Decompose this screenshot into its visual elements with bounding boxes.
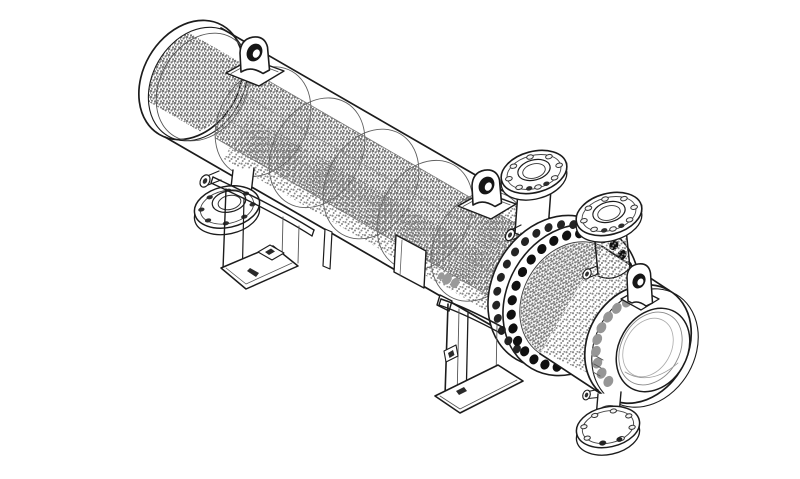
flange-bolt <box>562 230 572 241</box>
flange-bolt <box>509 163 518 169</box>
flange-bolt <box>592 357 603 369</box>
flange-bolt <box>511 247 520 257</box>
lifting-lug-2 <box>457 169 517 220</box>
flange-bolt <box>508 323 518 334</box>
flange-bolt <box>625 413 633 419</box>
flange-bolt <box>596 322 607 334</box>
flange-bolt <box>526 254 536 265</box>
support-brackets <box>322 228 427 289</box>
flange-bolt <box>505 176 513 182</box>
flange-bolt <box>603 375 614 387</box>
nozzle-bottom-left <box>193 167 261 236</box>
flange-bolt <box>620 195 628 202</box>
couplings-right <box>582 265 599 401</box>
flange-bolt <box>584 205 593 211</box>
flange-bolt <box>592 333 603 345</box>
flange-bolt <box>493 286 502 296</box>
flange-bolt <box>517 266 528 278</box>
flange-bolt <box>580 424 588 430</box>
flange-bolt <box>590 345 601 357</box>
saddle-right <box>434 294 524 414</box>
flange-bolt <box>507 295 517 306</box>
flange-bolt <box>520 346 530 357</box>
flange-bolt <box>241 214 248 219</box>
flange-bolt <box>198 207 205 212</box>
flange-bolt <box>534 184 542 190</box>
flange-bolt <box>506 309 516 320</box>
flange-bolt <box>511 280 521 291</box>
flange-bolt <box>630 204 638 210</box>
flange-bolt <box>590 226 598 233</box>
lifting-lug-3 <box>620 263 660 311</box>
flange-bolt <box>532 228 541 238</box>
flange-bolt <box>512 335 523 346</box>
flange-bolt <box>493 313 502 323</box>
flange-bolt <box>550 175 559 181</box>
hidden-coupling <box>437 272 460 289</box>
flange-bolt <box>618 223 625 229</box>
flange-bolt <box>625 217 634 223</box>
flange-bolt <box>529 354 539 365</box>
flange-bolt <box>583 435 591 441</box>
lifting-lug-1 <box>225 36 285 87</box>
flange-bolt <box>515 184 523 191</box>
flange-bolt <box>580 218 588 224</box>
flange-bolt <box>502 259 511 269</box>
nozzle-bottom-right <box>575 391 641 456</box>
flange-bolt <box>555 162 563 168</box>
flange-bolt <box>609 226 617 232</box>
flange-bolt <box>599 440 606 446</box>
flange-bolt <box>521 237 530 246</box>
flange-bolt <box>204 218 212 223</box>
flange-bolt <box>492 300 501 310</box>
flange-bolt <box>601 196 609 202</box>
flange-bolt <box>206 195 213 200</box>
flange-bolt <box>628 424 636 430</box>
flange-bolt <box>526 186 533 191</box>
flange-bolt <box>591 412 599 419</box>
flange-bolt <box>569 220 578 229</box>
flange-bolt <box>543 181 550 187</box>
flange-bolt <box>603 311 613 323</box>
flange-bolt <box>609 408 617 414</box>
flange-bolt <box>545 153 553 160</box>
flange-bolt <box>549 235 559 246</box>
flange-bolt <box>526 154 534 160</box>
nozzle-top-2 <box>575 191 643 279</box>
saddle-left <box>210 176 315 290</box>
flange-bolt <box>544 223 553 232</box>
flange-bolt <box>540 359 550 370</box>
flange-bolt <box>512 344 521 354</box>
flange-bolt <box>616 437 623 442</box>
flange-bolt <box>557 220 566 230</box>
tie-rods <box>227 95 546 285</box>
flange-bolt <box>537 243 547 255</box>
flange-bolt <box>601 228 608 233</box>
flange-bolt <box>611 302 622 314</box>
flange-bolt <box>504 336 513 346</box>
flange-bolt <box>496 272 505 282</box>
